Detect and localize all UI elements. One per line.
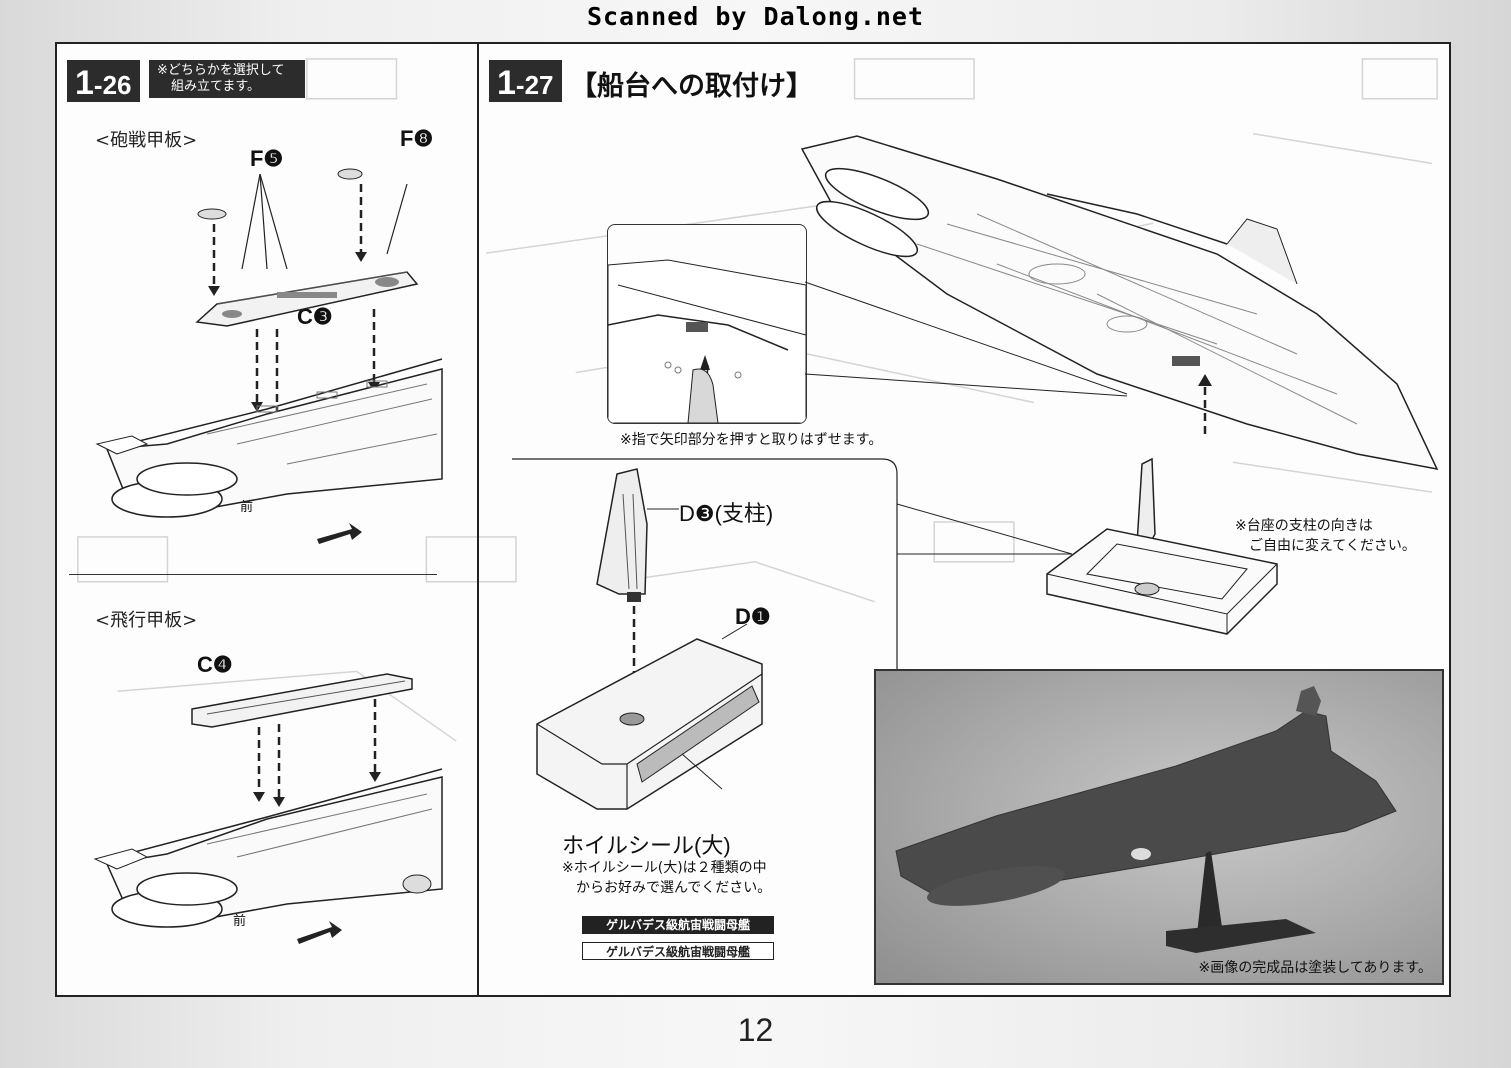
photo-note: ※画像の完成品は塗装してあります。 [1198,960,1433,976]
flight-deck-diagram [93,673,443,944]
step-number-major: 1 [75,64,94,102]
stand-note-line-1: ※台座の支柱の向きは [1235,518,1373,534]
part-label-d1: D❶ [735,604,771,629]
finished-model-photo: ※画像の完成品は塗装してあります。 [874,669,1444,985]
ship-mount-diagram [800,135,1439,471]
detail-inset [607,224,807,424]
battle-deck-diagram [95,168,443,544]
panel-divider [477,44,479,995]
finger-release-note: ※指で矢印部分を押すと取りはずせます。 [620,432,883,448]
part-label-f5: F❺ [250,146,284,171]
step-1-26-note: ※どちらかを選択して 組み立てます。 [149,60,305,98]
stand-note-line-2: ご自由に変えてください。 [1249,538,1416,554]
step-1-26-badge: 1-26 [67,60,140,102]
part-label-c4: C❹ [197,652,233,677]
foil-seal-label: ホイルシール(大) [562,833,731,858]
assembled-stand [1046,457,1278,635]
foil-note-line-1: ※ホイルシール(大)は２種類の中 [562,860,767,876]
step-1-27-title: 【船台への取付け】 [570,71,813,102]
stand-parts-diagram [536,468,763,810]
front-label-1: 前 [240,500,254,515]
step-number-minor: -26 [93,70,132,100]
step-number-minor: -27 [515,70,554,100]
note-line-1: ※どちらかを選択して [157,63,285,78]
detail-inset-drawing [608,259,806,423]
scan-banner: Scanned by Dalong.net [586,2,925,31]
stand-orientation-note: ※台座の支柱の向きは ご自由に変えてください。 [1235,516,1416,556]
flight-deck-label: <飛行甲板> [95,610,198,631]
battle-deck-label: <砲戦甲板> [95,130,198,151]
part-label-f8: F❽ [400,126,434,151]
foil-seal-note: ※ホイルシール(大)は２種類の中 からお好みで選んでください。 [562,858,771,898]
finished-model-silhouette [895,686,1397,953]
decal-dark-sample: ゲルバデス級航宙戦闘母艦 [582,916,774,934]
page-number: 12 [737,1012,774,1048]
step-1-26-separator [69,574,437,575]
instruction-frame: 1-26 ※どちらかを選択して 組み立てます。 <砲戦甲板> F❺ F❽ C❸ [55,42,1451,997]
front-label-2: 前 [233,914,247,929]
step-number-major: 1 [497,64,516,102]
stand-callout-outline [512,458,1073,974]
inset-leader-lines [804,281,1128,397]
foil-note-line-2: からお好みで選んでください。 [576,880,772,896]
note-line-2: 組み立てます。 [171,79,261,94]
step-1-27-badge: 1-27 [489,60,562,102]
decal-light-sample: ゲルバデス級航宙戦闘母艦 [582,942,774,960]
part-label-d3: D❸(支柱) [679,501,774,526]
